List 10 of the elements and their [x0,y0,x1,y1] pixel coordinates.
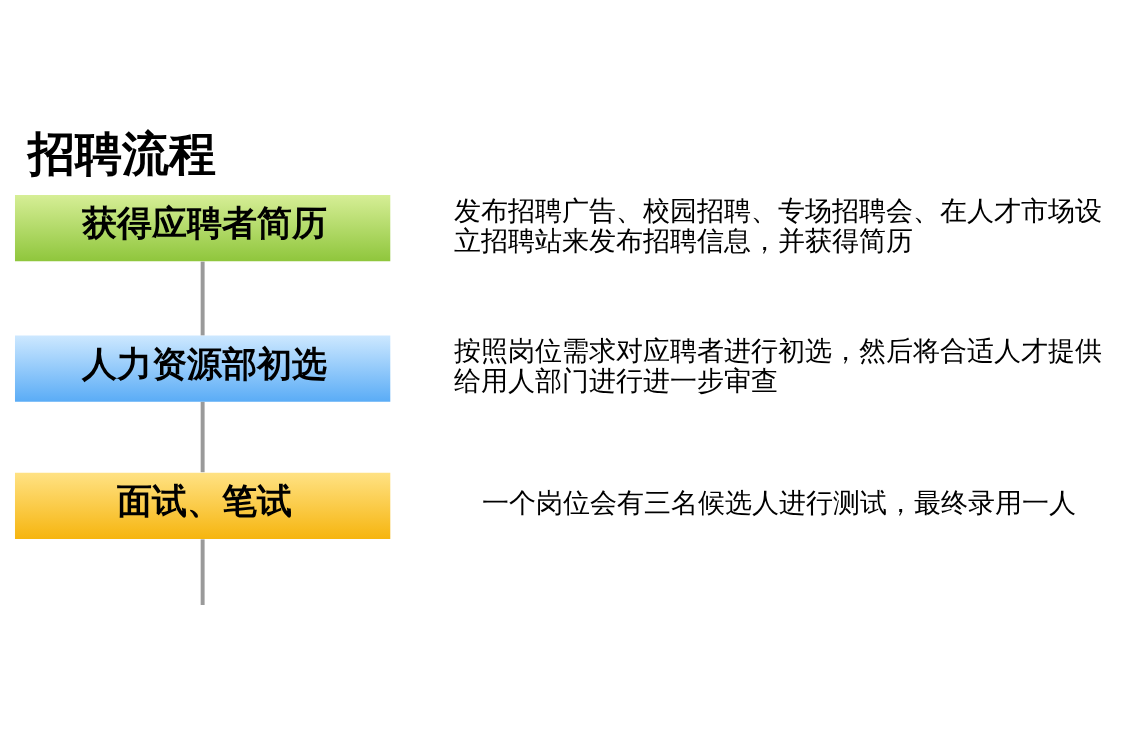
node-box: 人力资源部初选 [15,335,391,402]
node-label: 按照岗位需求对应聘者进行初选，然后将合适人才提供给用人部门进行进一步审查 [454,335,1103,397]
node-label: 发布招聘广告、校园招聘、专场招聘会、在人才市场设立招聘站来发布招聘信息，并获得简历 [454,194,1103,256]
node-label: 一个岗位会有三名候选人进行测试，最终录用一人 [481,487,1076,519]
connector [200,401,205,473]
diagram-title: 招聘流程 [27,125,216,181]
connector [200,539,205,605]
node-box: 面试、笔试 [15,472,391,539]
connector [200,261,205,336]
node-box: 获得应聘者简历 [15,195,391,262]
